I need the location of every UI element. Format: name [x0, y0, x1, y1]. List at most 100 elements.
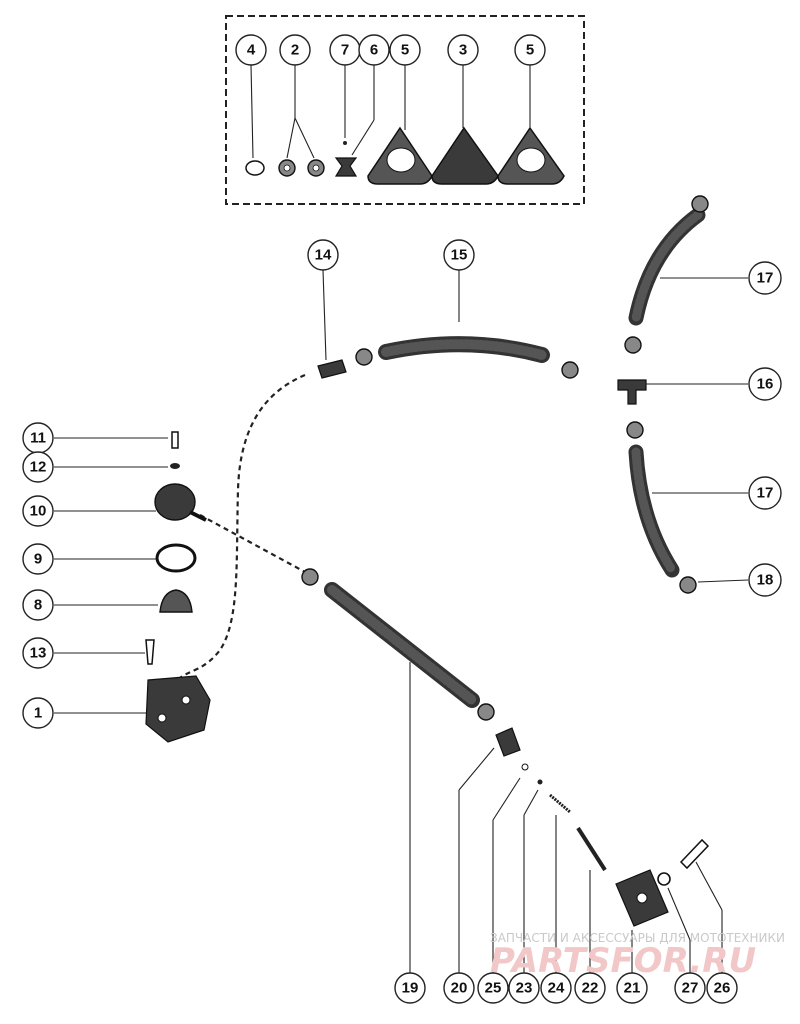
svg-text:16: 16: [757, 376, 774, 393]
callout-5-left: 5: [389, 34, 421, 66]
callout-13: 13: [22, 637, 54, 669]
part-15-clamp-right: [561, 361, 579, 379]
part-8-filter-element: [159, 589, 193, 613]
part-27-washer: [657, 872, 671, 886]
callout-4: 4: [235, 34, 267, 66]
part-1-bolt-hole-a: [181, 695, 191, 705]
callout-6: 6: [358, 34, 390, 66]
part-17-hose-lower-texture: [631, 447, 677, 575]
part-1-bolt-hole-b: [157, 713, 167, 723]
svg-text:18: 18: [757, 572, 774, 589]
callout-17-upper: 17: [748, 261, 782, 295]
watermark-tagline: ЗАПЧАСТИ И АКСЕССУАРЫ ДЛЯ МОТОТЕХНИКИ: [490, 931, 785, 945]
part-2-valve-a-center: [283, 164, 291, 172]
callout-5-right: 5: [514, 34, 546, 66]
callout-7: 7: [329, 34, 361, 66]
svg-text:4: 4: [247, 42, 256, 59]
part-12-washer: [170, 463, 180, 469]
part-2-valve-b-center: [312, 164, 320, 172]
part-5-gasket-right-hole: [516, 147, 546, 173]
svg-text:5: 5: [526, 42, 534, 59]
svg-text:24: 24: [548, 980, 565, 997]
svg-text:13: 13: [30, 645, 47, 662]
fuel-line-dashed-filter: [199, 514, 306, 573]
part-9-o-ring: [155, 543, 197, 573]
part-23-ball: [537, 779, 543, 785]
part-6-spring-clip: [334, 157, 358, 177]
callout-26: 26: [706, 972, 738, 1004]
svg-text:20: 20: [451, 980, 468, 997]
callout-21: 21: [616, 972, 648, 1004]
part-11-screw: [171, 431, 179, 449]
svg-text:12: 12: [30, 459, 47, 476]
part-19-hose-texture: [327, 585, 477, 705]
part-17-hose-upper: [628, 207, 706, 326]
svg-text:8: 8: [34, 597, 42, 614]
svg-text:10: 10: [30, 503, 47, 520]
repair-kit-box: [225, 15, 585, 205]
part-16-clamp-bottom: [626, 421, 644, 439]
watermark-logo: PARTSFOR.RU: [490, 941, 756, 981]
callout-2: 2: [279, 34, 311, 66]
callout-11: 11: [22, 422, 54, 454]
part-15-hose-texture: [381, 339, 547, 360]
part-19-clamp-bottom: [477, 703, 495, 721]
svg-text:9: 9: [34, 551, 42, 568]
part-7-pin: [343, 141, 347, 145]
callout-20: 20: [443, 972, 475, 1004]
part-5-gasket-left-hole: [386, 147, 416, 173]
callout-23: 23: [508, 972, 540, 1004]
svg-text:15: 15: [451, 247, 468, 264]
svg-text:19: 19: [402, 980, 419, 997]
part-17-clamp-top: [691, 195, 709, 213]
part-24-spring: [549, 793, 571, 814]
part-10-filter-outlet: [189, 510, 207, 522]
part-19-clamp-top: [301, 568, 319, 586]
svg-text:3: 3: [459, 42, 467, 59]
callout-18: 18: [748, 563, 782, 597]
part-17-hose-upper-texture: [631, 210, 703, 323]
callout-9: 9: [22, 543, 54, 575]
svg-text:1: 1: [34, 705, 42, 722]
callout-17-lower: 17: [748, 476, 782, 510]
svg-text:23: 23: [516, 980, 533, 997]
callout-27: 27: [674, 972, 706, 1004]
svg-text:17: 17: [757, 485, 774, 502]
part-21-valve-port: [636, 892, 648, 904]
part-22-pin: [576, 826, 607, 872]
callout-15: 15: [443, 239, 475, 271]
part-4-seal: [245, 160, 265, 176]
part-16-clamp-top: [624, 336, 642, 354]
callout-14: 14: [307, 239, 339, 271]
svg-text:17: 17: [757, 270, 774, 287]
svg-text:2: 2: [291, 42, 299, 59]
callout-24: 24: [540, 972, 572, 1004]
svg-text:21: 21: [624, 980, 641, 997]
fuel-line-dashed-upper: [179, 373, 306, 679]
part-1-pump-body: [145, 675, 211, 743]
callout-1: 1: [22, 697, 54, 729]
callout-22: 22: [574, 972, 606, 1004]
part-18-clamp: [679, 576, 697, 594]
svg-text:7: 7: [341, 42, 349, 59]
callout-12: 12: [22, 451, 54, 483]
part-14-fitting: [317, 359, 347, 379]
part-20-fitting: [495, 727, 521, 757]
part-14-clamp-left: [355, 348, 373, 366]
part-10-filter-cover: [154, 483, 196, 521]
part-25-washer: [521, 763, 529, 771]
callout-16: 16: [748, 367, 782, 401]
svg-text:25: 25: [485, 980, 502, 997]
svg-text:6: 6: [370, 42, 378, 59]
callout-3: 3: [447, 34, 479, 66]
callout-19: 19: [394, 972, 426, 1004]
part-3-diaphragm: [431, 126, 499, 185]
callout-8: 8: [22, 589, 54, 621]
svg-text:27: 27: [682, 980, 699, 997]
svg-text:26: 26: [714, 980, 731, 997]
svg-text:5: 5: [401, 42, 409, 59]
svg-text:11: 11: [30, 430, 46, 447]
part-13-screw: [145, 639, 155, 665]
svg-text:22: 22: [582, 980, 599, 997]
